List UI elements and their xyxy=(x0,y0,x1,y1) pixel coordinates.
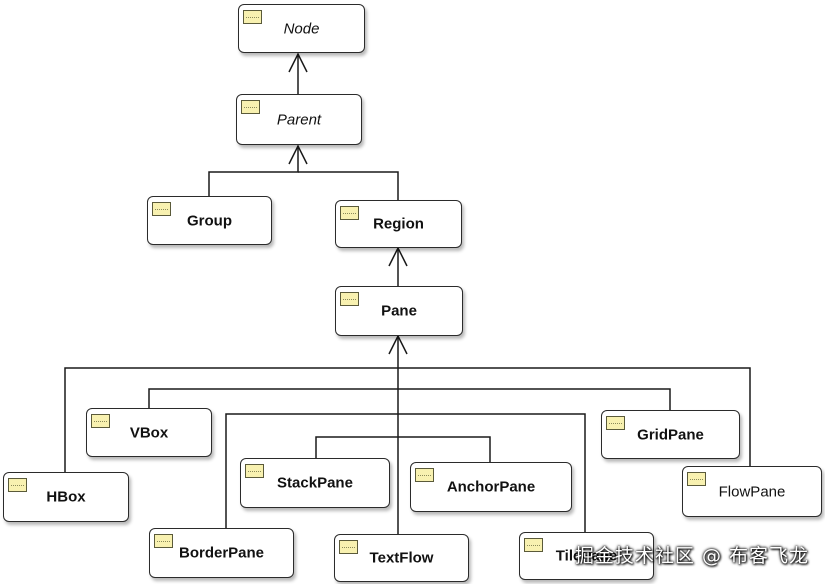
class-pane[interactable]: Pane xyxy=(335,286,463,336)
class-label: BorderPane xyxy=(178,544,265,562)
arrowhead-region xyxy=(388,246,408,267)
class-label: TilePane xyxy=(555,547,618,565)
class-icon xyxy=(245,464,264,478)
class-textflow[interactable]: TextFlow xyxy=(334,534,469,582)
class-parent[interactable]: Parent xyxy=(236,94,362,145)
class-icon xyxy=(687,472,706,486)
arrowhead-node xyxy=(288,52,308,73)
class-vbox[interactable]: VBox xyxy=(86,408,212,457)
class-label: Group xyxy=(187,212,232,229)
class-icon xyxy=(340,292,359,306)
class-label: StackPane xyxy=(277,474,353,492)
class-anchorpane[interactable]: AnchorPane xyxy=(410,462,572,512)
class-label: TextFlow xyxy=(369,549,434,567)
class-icon xyxy=(606,416,625,430)
class-label: GridPane xyxy=(637,426,704,443)
class-icon xyxy=(91,414,110,428)
class-label: Pane xyxy=(381,302,417,320)
class-icon xyxy=(340,206,359,220)
class-label: Region xyxy=(373,215,424,233)
class-hbox[interactable]: HBox xyxy=(3,472,129,522)
class-node[interactable]: Node xyxy=(238,4,365,53)
class-label: FlowPane xyxy=(718,483,786,500)
class-icon xyxy=(415,468,434,482)
class-icon xyxy=(152,202,171,216)
edge-stackpane-anchorpane xyxy=(315,436,491,462)
edge-vbox-gridpane xyxy=(148,388,671,410)
edge-hbox-flowpane xyxy=(64,367,751,472)
arrowhead-parent xyxy=(288,144,308,165)
class-icon xyxy=(8,478,27,492)
class-region[interactable]: Region xyxy=(335,200,462,248)
class-gridpane[interactable]: GridPane xyxy=(601,410,740,459)
edge-borderpane-tilepane xyxy=(225,413,586,532)
class-icon xyxy=(524,538,543,552)
class-label: HBox xyxy=(46,488,86,506)
edge-region-parent xyxy=(298,171,399,200)
edge-group-parent xyxy=(208,146,299,196)
arrowhead-pane xyxy=(388,334,408,355)
class-label: VBox xyxy=(129,424,169,441)
class-group[interactable]: Group xyxy=(147,196,272,245)
class-flowpane[interactable]: FlowPane xyxy=(682,466,822,517)
class-icon xyxy=(339,540,358,554)
class-icon xyxy=(154,534,173,548)
class-tilepane[interactable]: TilePane xyxy=(519,532,654,580)
class-label: Parent xyxy=(276,111,322,128)
class-label: AnchorPane xyxy=(446,478,536,496)
class-label: Node xyxy=(283,20,320,37)
watermark: 掘金技术社区 @ 布客飞龙 xyxy=(574,545,809,567)
class-stackpane[interactable]: StackPane xyxy=(240,458,390,508)
class-icon xyxy=(241,100,260,114)
class-icon xyxy=(243,10,262,24)
class-borderpane[interactable]: BorderPane xyxy=(149,528,294,578)
